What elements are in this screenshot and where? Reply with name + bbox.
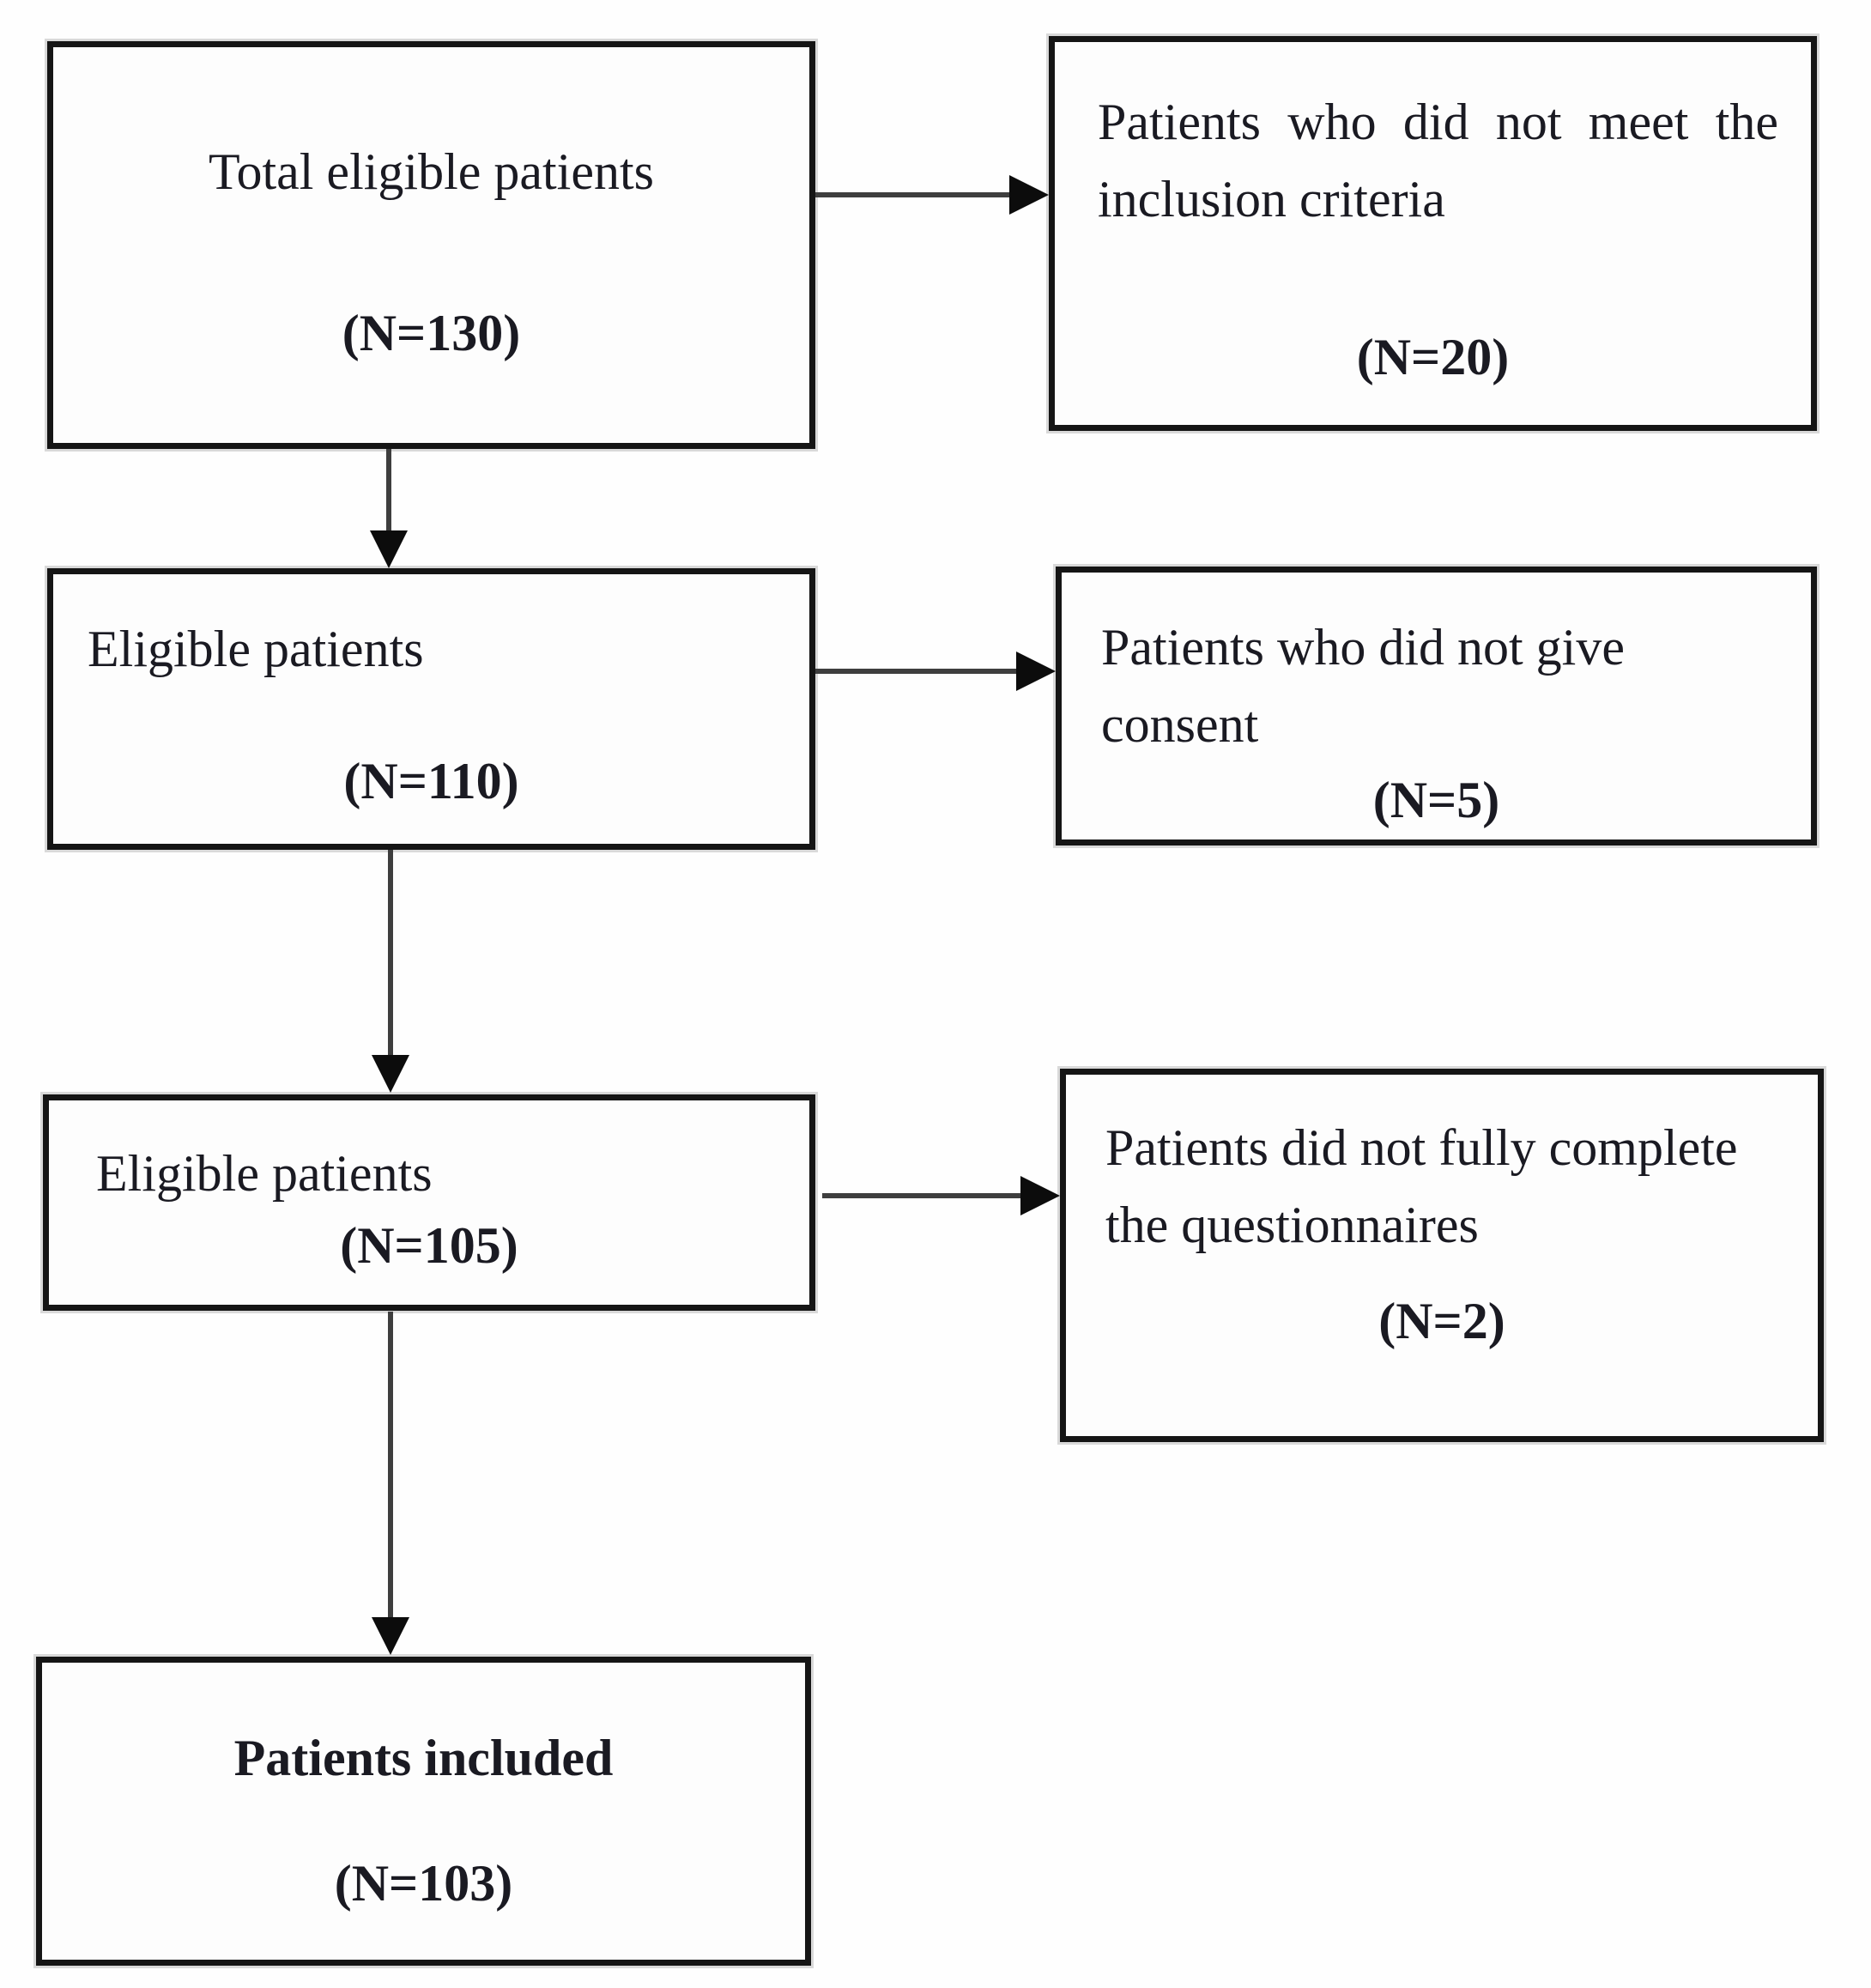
box-eligible-n110-label: Eligible patients [88,621,424,677]
box-total-eligible-label: Total eligible patients [209,143,654,200]
box-no-consent-n: (N=5) [1372,772,1500,828]
box-not-meet-criteria: Patients who did not meet the inclusion … [1049,36,1817,431]
box-no-consent-label: Patients who did not give consent [1101,619,1625,753]
arrow-eligible105-to-included-line [388,1312,393,1619]
box-incomplete-questionnaires: Patients did not fully complete the ques… [1060,1069,1824,1442]
arrow-total-to-not-meet-line [815,192,1013,197]
arrow-down-icon [372,1617,409,1655]
box-patients-included-n: (N=103) [334,1855,513,1912]
box-eligible-n105-n: (N=105) [340,1217,518,1274]
arrow-total-to-eligible110-line [386,449,391,533]
arrow-right-icon [1009,175,1049,215]
arrow-down-icon [372,1055,409,1093]
arrow-down-icon [370,530,408,568]
box-eligible-n110: Eligible patients (N=110) [47,568,815,850]
box-total-eligible: Total eligible patients (N=130) [47,41,815,449]
box-total-eligible-n: (N=130) [342,305,521,361]
box-patients-included: Patients included (N=103) [36,1657,811,1966]
arrow-eligible105-to-incomplete-line [822,1193,1024,1198]
box-not-meet-criteria-label: Patients who did not meet the inclusion … [1098,94,1778,227]
box-eligible-n110-n: (N=110) [343,753,519,809]
arrow-right-icon [1020,1176,1060,1215]
arrow-eligible110-to-no-consent-line [815,669,1020,674]
arrow-eligible110-to-eligible105-line [388,850,393,1058]
arrow-right-icon [1016,652,1056,691]
box-incomplete-questionnaires-n: (N=2) [1378,1293,1505,1349]
box-incomplete-questionnaires-label: Patients did not fully complete the ques… [1105,1119,1738,1253]
box-eligible-n105-label: Eligible patients [96,1145,433,1202]
box-not-meet-criteria-n: (N=20) [1356,329,1510,385]
box-eligible-n105: Eligible patients (N=105) [43,1094,815,1311]
box-patients-included-label: Patients included [233,1730,614,1786]
box-no-consent: Patients who did not give consent (N=5) [1056,567,1817,846]
